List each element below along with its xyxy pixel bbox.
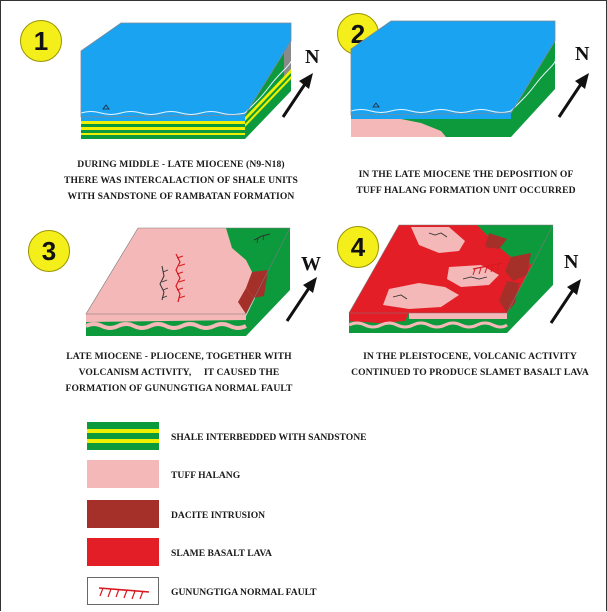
- panel-3-north-arrow: [281, 275, 321, 325]
- panel-2-north-arrow: [553, 71, 593, 121]
- legend-label-fault: GUNUNGTIGA NORMAL FAULT: [171, 587, 317, 598]
- legend-swatch-tuff: [87, 460, 159, 488]
- panel-2-caption-line-2: TUFF HALANG FORMATION UNIT OCCURRED: [321, 183, 607, 199]
- panel-4-block-diagram: [349, 223, 559, 338]
- panel-3-block-diagram: [86, 226, 296, 341]
- panel-4-caption: IN THE PLEISTOCENE, VOLCANIC ACTIVITY CO…: [329, 349, 607, 381]
- panel-3-caption-line-2: VOLCANISM ACTIVITY, IT CAUSED THE: [29, 365, 329, 381]
- panel-1-caption-line-3: WITH SANDSTONE OF RAMBATAN FORMATION: [31, 189, 331, 205]
- legend-swatch-fault: [87, 577, 159, 605]
- legend-label-dacite: DACITE INTRUSION: [171, 510, 265, 521]
- panel-4-caption-line-1: IN THE PLEISTOCENE, VOLCANIC ACTIVITY: [329, 349, 607, 365]
- panel-1-number-badge: 1: [20, 20, 62, 62]
- panel-3-number-badge: 3: [28, 230, 70, 272]
- panel-2-caption-line-1: IN THE LATE MIOCENE THE DEPOSITION OF: [321, 167, 607, 183]
- legend-swatch-shale-sandstone: [87, 422, 159, 450]
- panel-4-caption-line-2: CONTINUED TO PRODUCE SLAMET BASALT LAVA: [329, 365, 607, 381]
- legend-swatch-basalt: [87, 538, 159, 566]
- panel-3-north-label: W: [301, 253, 321, 276]
- panel-1-block-diagram: [81, 21, 301, 146]
- legend-label-shale-sandstone: SHALE INTERBEDDED WITH SANDSTONE: [171, 432, 367, 443]
- legend-label-tuff: TUFF HALANG: [171, 470, 240, 481]
- panel-3-caption-line-3: FORMATION OF GUNUNGTIGA NORMAL FAULT: [29, 381, 329, 397]
- panel-2-caption: IN THE LATE MIOCENE THE DEPOSITION OF TU…: [321, 167, 607, 199]
- panel-4-north-label: N: [564, 251, 578, 274]
- panel-1-north-arrow: [277, 71, 317, 121]
- panel-1-caption: DURING MIDDLE - LATE MIOCENE (N9-N18) TH…: [31, 157, 331, 205]
- legend-label-basalt: SLAME BASALT LAVA: [171, 548, 272, 559]
- panel-4-north-arrow: [545, 277, 585, 327]
- legend-swatch-dacite: [87, 500, 159, 528]
- panel-1-caption-line-2: THERE WAS INTERCALACTION OF SHALE UNITS: [31, 173, 331, 189]
- panel-3-caption: LATE MIOCENE - PLIOCENE, TOGETHER WITH V…: [29, 349, 329, 397]
- panel-2-north-label: N: [575, 43, 589, 66]
- panel-1-caption-line-1: DURING MIDDLE - LATE MIOCENE (N9-N18): [31, 157, 331, 173]
- panel-2-block-diagram: [351, 19, 561, 144]
- panel-1-north-label: N: [305, 46, 319, 69]
- panel-3-caption-line-1: LATE MIOCENE - PLIOCENE, TOGETHER WITH: [29, 349, 329, 365]
